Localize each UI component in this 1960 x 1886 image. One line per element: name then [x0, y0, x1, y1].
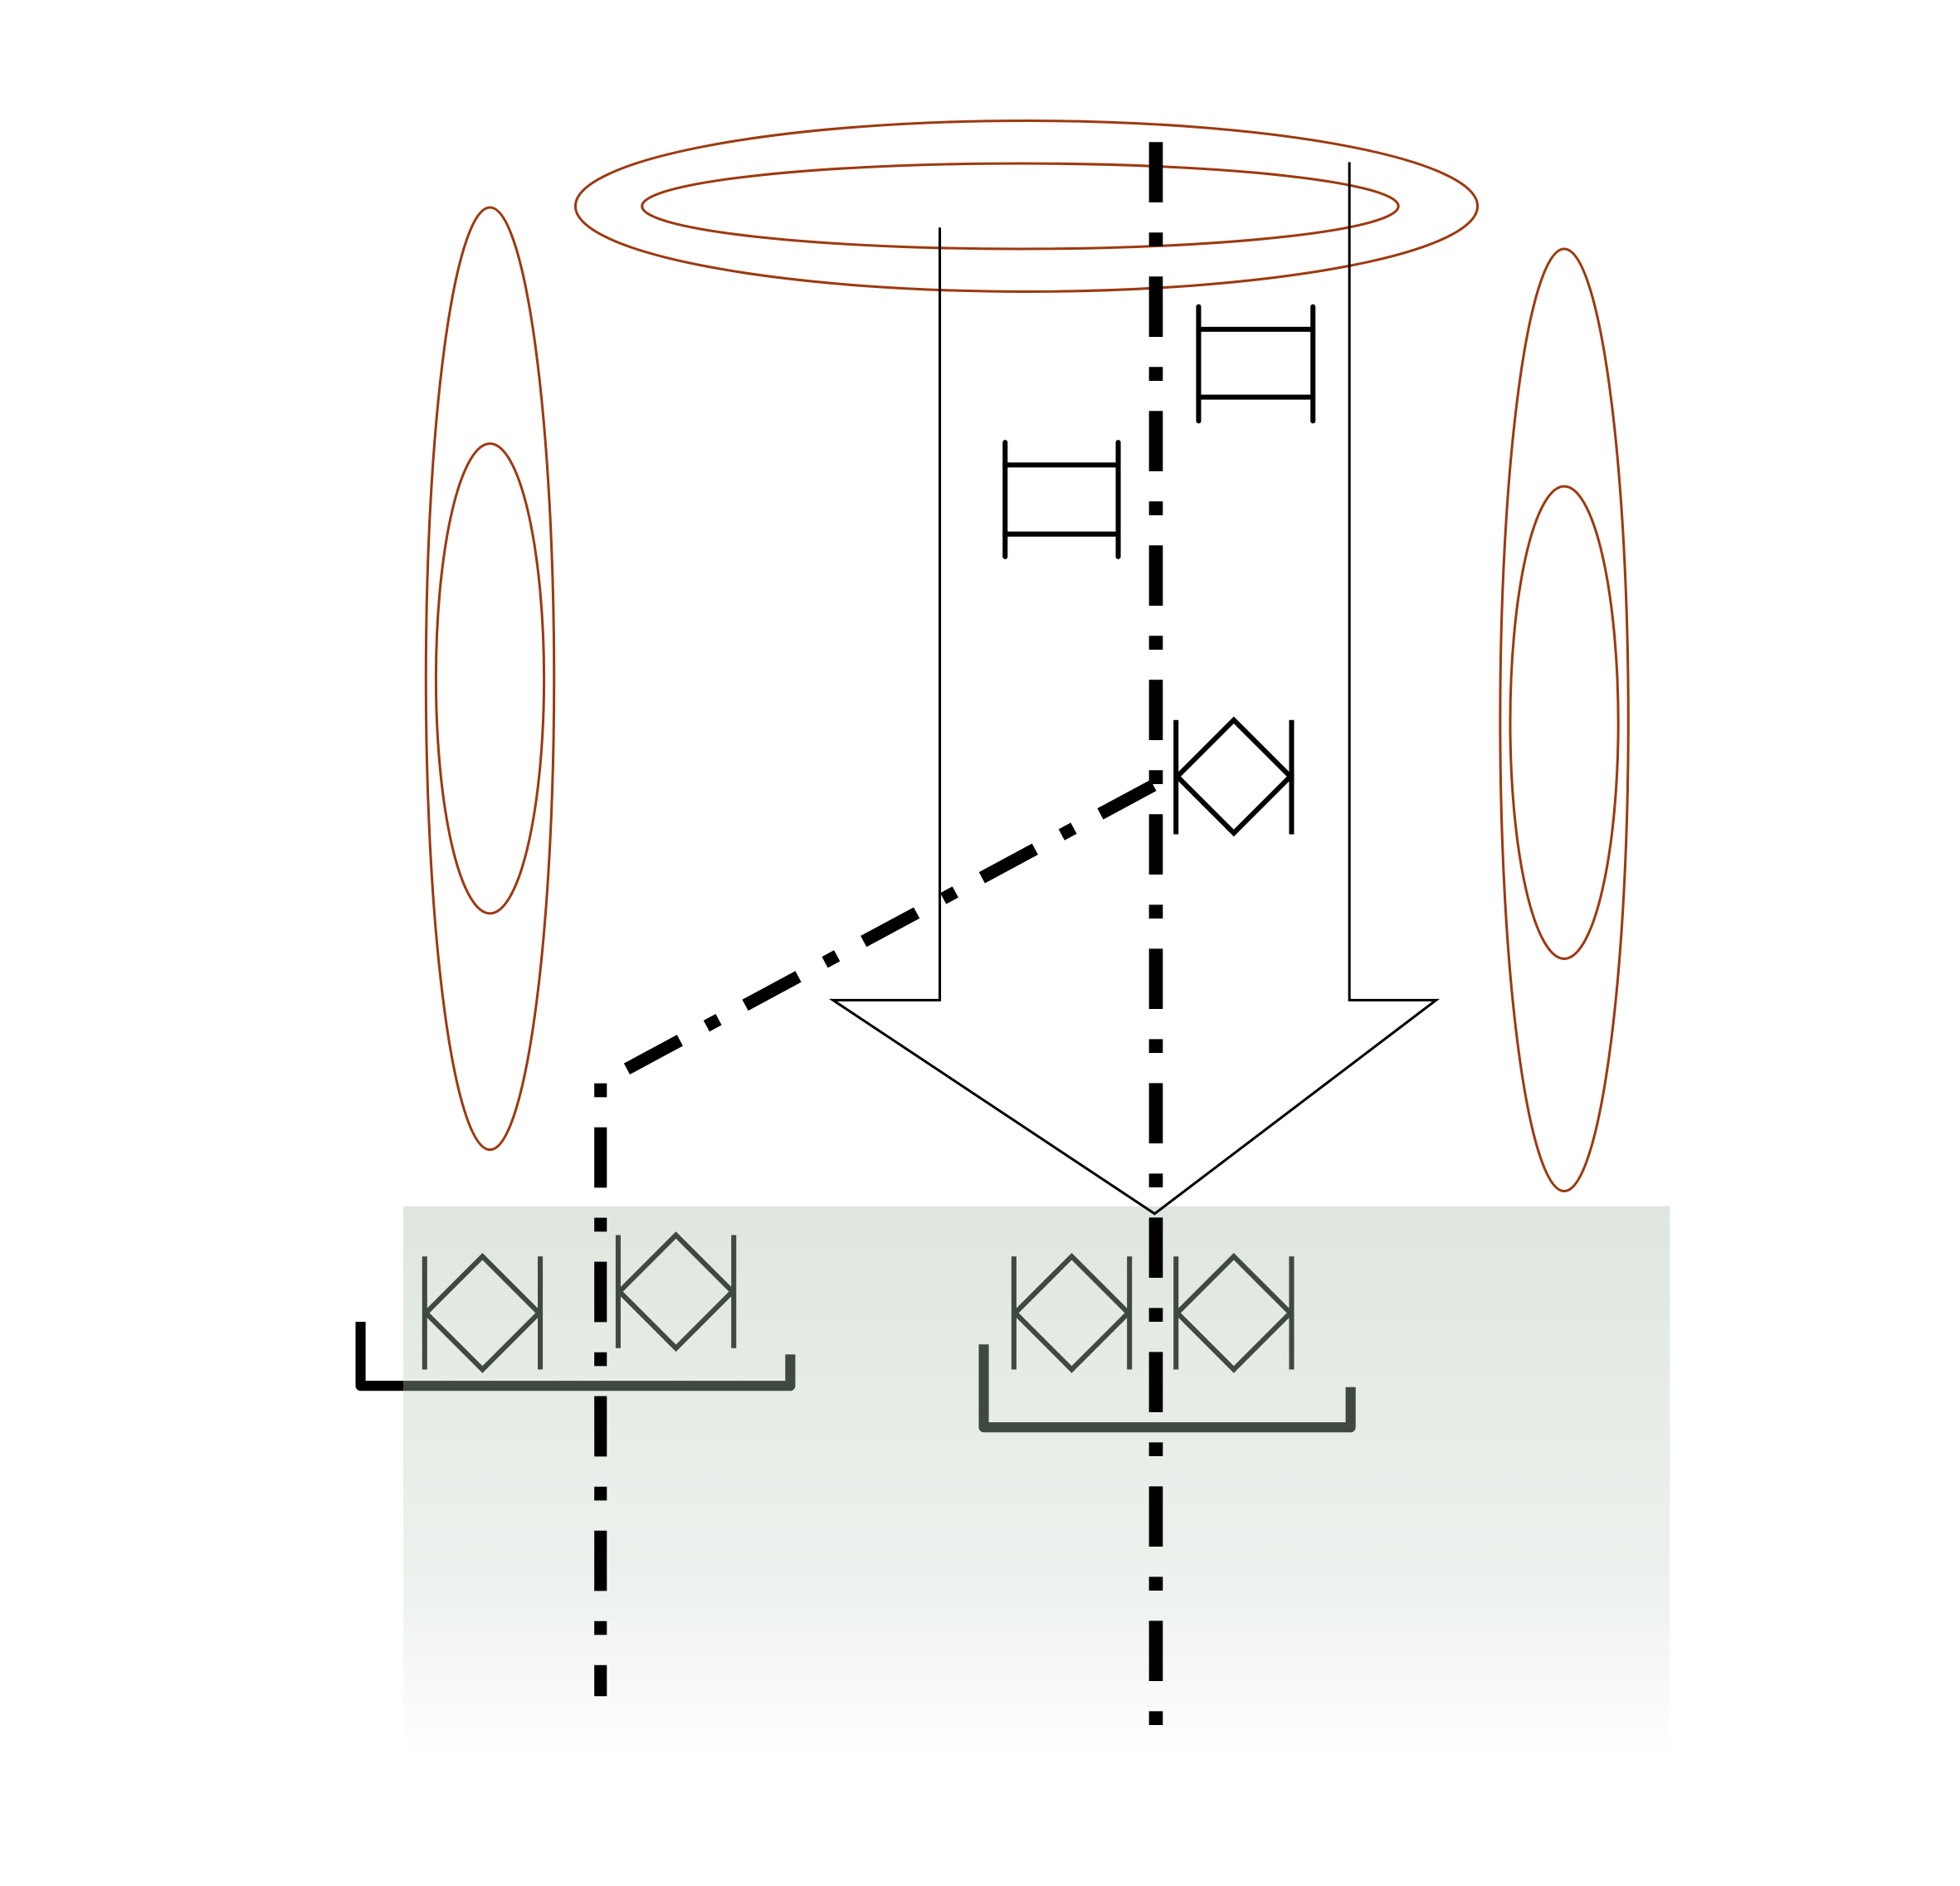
shaded-region [403, 1206, 1670, 1759]
diamond-bearing-symbol-top [1173, 716, 1294, 837]
bracket-right [978, 1344, 1356, 1433]
bracket-left [355, 1322, 796, 1391]
diamond-bearing-symbol-3 [1011, 1252, 1133, 1373]
diamond-bearing-symbol-2 [615, 1231, 737, 1352]
ring-top [573, 119, 1480, 293]
left-axis-dash-dot [594, 779, 1157, 1697]
h-bearing-symbol-1 [1002, 440, 1121, 559]
down-arrow-outline [828, 162, 1441, 1216]
diamond-bearing-symbol-1 [422, 1252, 544, 1373]
h-bearing-symbol-2 [1196, 304, 1316, 424]
diamond-bearing-symbol-4 [1173, 1252, 1294, 1373]
ring-right [1499, 247, 1630, 1193]
ring-left [424, 206, 556, 1152]
